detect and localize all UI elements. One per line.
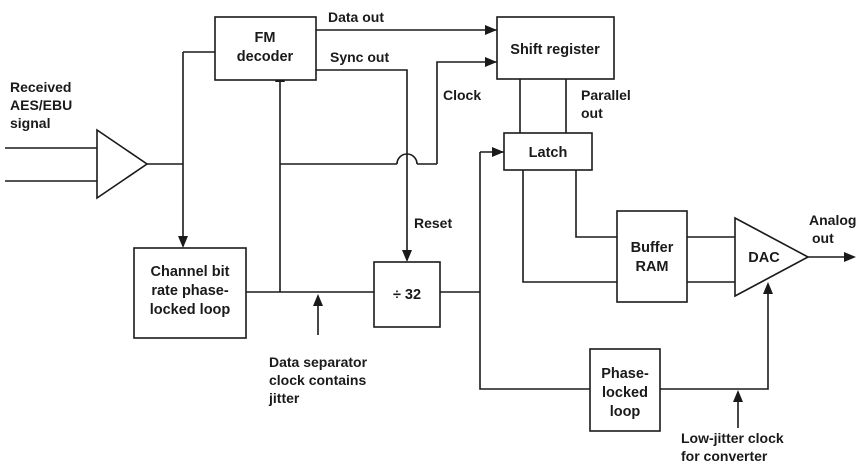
channel-pll-label-2: rate phase- bbox=[151, 283, 229, 299]
jitter-note-line-3: jitter bbox=[268, 390, 300, 406]
fm-decoder-label-2: decoder bbox=[237, 49, 294, 65]
clock-wire-up bbox=[436, 61, 497, 164]
buffer-ram-label-1: Buffer bbox=[631, 240, 674, 256]
input-amplifier bbox=[96, 128, 149, 200]
shift-register-label: Shift register bbox=[510, 42, 600, 58]
arrow-low-jitter-note bbox=[733, 390, 743, 402]
latch-label: Latch bbox=[529, 145, 568, 161]
arrow-reset bbox=[402, 250, 412, 262]
low-jitter-note-line-2: for converter bbox=[681, 448, 768, 464]
wires bbox=[5, 29, 848, 428]
parallel-out-label-2: out bbox=[581, 105, 603, 121]
sync-out-wire bbox=[316, 69, 408, 260]
arrow-clock bbox=[485, 57, 497, 67]
output-pll-block: Phase- locked loop bbox=[589, 348, 661, 432]
low-jitter-note-line-1: Low-jitter clock bbox=[681, 430, 784, 446]
output-pll-label-3: loop bbox=[610, 404, 641, 420]
dac-label: DAC bbox=[748, 250, 780, 266]
arrow-analog-out bbox=[844, 252, 856, 262]
channel-pll-block: Channel bit rate phase- locked loop bbox=[133, 247, 247, 339]
shift-register-block: Shift register bbox=[496, 16, 615, 80]
fm-decoder-block: FM decoder bbox=[214, 16, 317, 81]
jitter-note-line-2: clock contains bbox=[269, 372, 366, 388]
divider-label: ÷ 32 bbox=[393, 287, 421, 303]
arrow-dac-clock bbox=[763, 282, 773, 294]
buffer-ram-label-2: RAM bbox=[635, 259, 668, 275]
arrow-data-out bbox=[485, 25, 497, 35]
dac-block: DAC bbox=[734, 216, 810, 298]
input-label-1: Received bbox=[10, 79, 71, 95]
analog-out-label-1: Analog bbox=[809, 212, 856, 228]
input-label-2: AES/EBU bbox=[10, 97, 72, 113]
output-pll-label-1: Phase- bbox=[601, 366, 649, 382]
divider-block: ÷ 32 bbox=[373, 261, 441, 328]
input-label-3: signal bbox=[10, 115, 50, 131]
divider-branch-wire bbox=[479, 152, 590, 390]
signal-labels: Received AES/EBU signal Data out Sync ou… bbox=[10, 9, 856, 246]
arrowheads bbox=[178, 25, 856, 402]
jitter-note-line-1: Data separator bbox=[269, 354, 368, 370]
latch-block: Latch bbox=[503, 132, 593, 171]
sync-out-label: Sync out bbox=[330, 49, 389, 65]
clock-label: Clock bbox=[443, 87, 481, 103]
output-pll-label-2: locked bbox=[602, 385, 648, 401]
fm-decoder-label-1: FM bbox=[255, 30, 276, 46]
channel-pll-label-3: locked loop bbox=[150, 302, 231, 318]
analog-out-label-2: out bbox=[812, 230, 834, 246]
arrow-to-pll bbox=[178, 236, 188, 248]
annotations: Data separator clock contains jitter Low… bbox=[268, 354, 784, 464]
buffer-ram-block: Buffer RAM bbox=[616, 210, 688, 303]
reset-label: Reset bbox=[414, 215, 452, 231]
arrow-latch bbox=[492, 147, 504, 157]
low-jitter-clock-wire bbox=[660, 289, 769, 390]
parallel-out-label-1: Parallel bbox=[581, 87, 631, 103]
arrow-jitter-note bbox=[313, 294, 323, 306]
latch-to-ram-upper bbox=[575, 170, 617, 238]
channel-pll-label-1: Channel bit bbox=[151, 264, 230, 280]
latch-to-ram-lower bbox=[522, 170, 617, 283]
data-out-label: Data out bbox=[328, 9, 384, 25]
